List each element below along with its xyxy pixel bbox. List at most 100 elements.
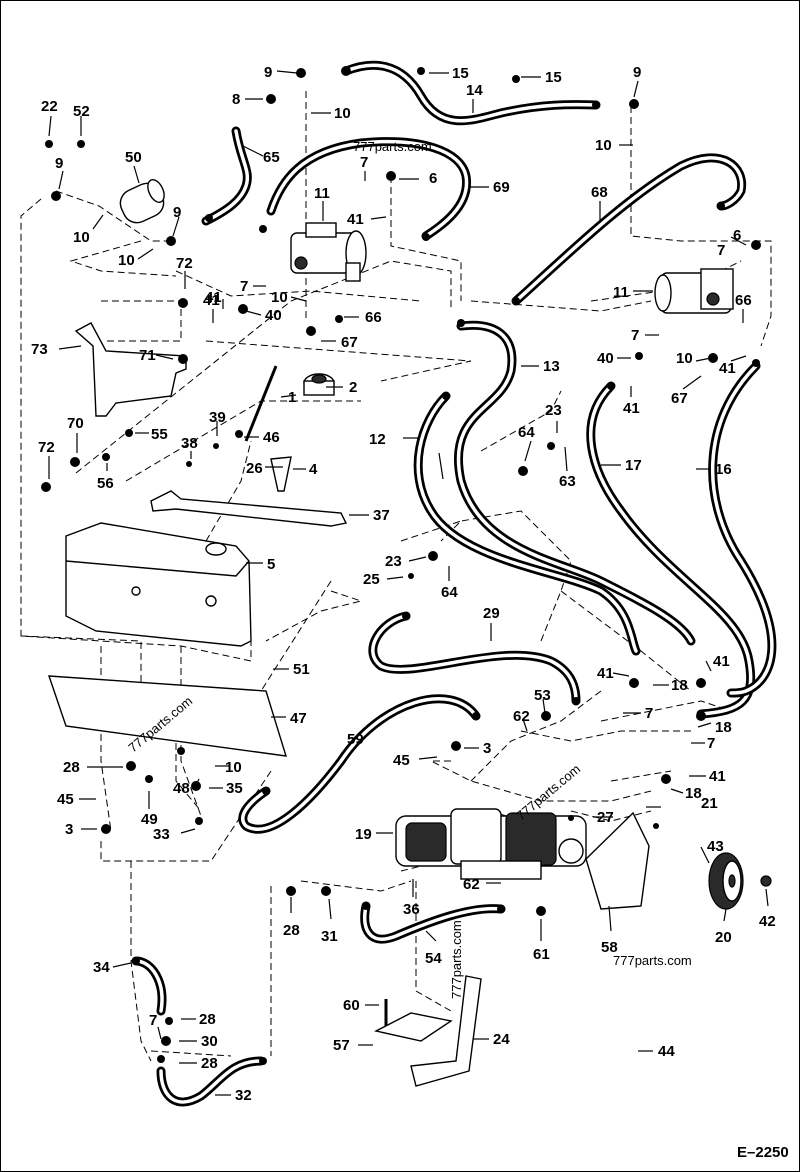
callout-64: 64 [441,584,458,601]
callout-7: 7 [360,154,368,171]
callout-9: 9 [264,64,272,81]
callout-41: 41 [347,211,364,228]
callout-11: 11 [613,284,629,301]
callout-65: 65 [263,149,280,166]
callout-28: 28 [199,1011,216,1028]
callout-68: 68 [591,184,608,201]
callout-1: 1 [288,389,296,406]
callout-28: 28 [201,1055,218,1072]
callout-39: 39 [209,409,226,426]
callout-40: 40 [597,350,614,367]
callout-15: 15 [452,65,469,82]
callout-37: 37 [373,507,390,524]
callout-72: 72 [176,255,193,272]
callout-12: 12 [369,431,386,448]
callout-36: 36 [403,901,420,918]
callout-63: 63 [559,473,576,490]
callout-9: 9 [55,155,63,172]
callout-34: 34 [93,959,110,976]
callout-29: 29 [483,605,500,622]
callout-7: 7 [717,242,725,259]
callout-62: 62 [463,876,480,893]
callout-7: 7 [631,327,639,344]
callout-18: 18 [685,785,702,802]
callout-7: 7 [707,735,715,752]
callout-51: 51 [293,661,310,678]
callout-57: 57 [333,1037,350,1054]
callout-20: 20 [715,929,732,946]
callout-49: 49 [141,811,158,828]
callout-leaders [48,70,769,1096]
callout-72: 72 [38,439,55,456]
callout-67: 67 [341,334,358,351]
callout-47: 47 [290,710,307,727]
callout-66: 66 [365,309,382,326]
callout-6: 6 [429,170,437,187]
callout-45: 45 [57,791,74,808]
callout-3: 3 [65,821,73,838]
fittings [41,66,761,1065]
callout-7: 7 [240,278,248,295]
callout-41: 41 [713,653,730,670]
plate-57 [373,1012,453,1042]
callout-10: 10 [225,759,242,776]
callout-50: 50 [125,149,142,166]
callout-5: 5 [267,556,275,573]
callout-22: 22 [41,98,58,115]
callout-13: 13 [543,358,560,375]
callout-62: 62 [513,708,530,725]
callout-18: 18 [671,677,688,694]
callout-10: 10 [118,252,135,269]
watermark: 777parts.com [613,953,692,968]
callout-28: 28 [63,759,80,776]
watermark: 777parts.com [449,920,464,999]
callout-56: 56 [97,475,114,492]
strainer-4 [270,456,292,492]
callout-14: 14 [466,82,483,99]
callout-16: 16 [715,461,732,478]
callout-28: 28 [283,922,300,939]
callout-41: 41 [623,400,640,417]
callout-31: 31 [321,928,338,945]
callout-9: 9 [633,64,641,81]
callout-18: 18 [715,719,732,736]
pulley-20 [708,852,744,910]
callout-61: 61 [533,946,550,963]
callout-10: 10 [73,229,90,246]
dipstick-1 [244,365,278,442]
callout-64: 64 [518,424,535,441]
callout-6: 6 [733,227,741,244]
hoses [131,60,777,1107]
callout-25: 25 [363,571,380,588]
callout-7: 7 [149,1012,157,1029]
callout-45: 45 [393,752,410,769]
callout-53: 53 [534,687,551,704]
callout-54: 54 [425,950,442,967]
callout-69: 69 [493,179,510,196]
callout-7: 7 [645,705,653,722]
callout-19: 19 [355,826,372,843]
callout-9: 9 [173,204,181,221]
callout-3: 3 [483,740,491,757]
callout-41: 41 [719,360,736,377]
callout-55: 55 [151,426,168,443]
plate-58 [585,811,650,910]
watermark: 777parts.com [353,139,432,154]
parts [41,66,772,1087]
callout-41: 41 [597,665,614,682]
tank-5 [65,522,252,647]
pump-assembly-19 [395,808,587,880]
hydraulic-motor-11-left [290,222,367,282]
callout-38: 38 [181,435,198,452]
callout-44: 44 [658,1043,675,1060]
callout-15: 15 [545,69,562,86]
callout-42: 42 [759,913,776,930]
callout-71: 71 [139,347,156,364]
filler-cap-2 [303,373,335,396]
callout-26: 26 [246,460,263,477]
callout-17: 17 [625,457,642,474]
callout-58: 58 [601,939,618,956]
callout-23: 23 [545,402,562,419]
